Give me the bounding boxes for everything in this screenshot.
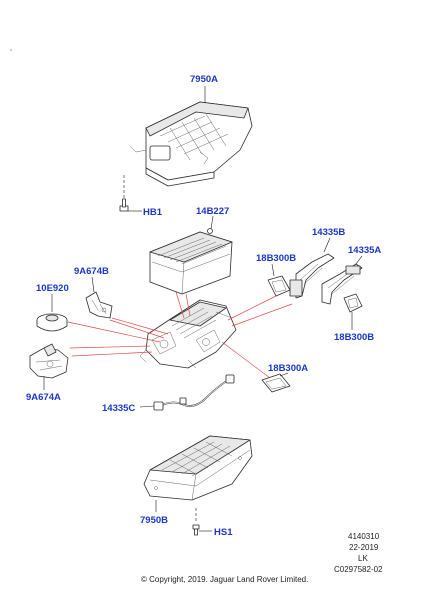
lower-tray-7950b xyxy=(143,435,253,501)
callout-14335b: 14335B xyxy=(312,227,345,238)
gasket-18b300b-lower xyxy=(343,293,363,313)
ref-date: 22-2019 xyxy=(349,543,379,552)
copyright: © Copyright, 2019. Jaguar Land Rover Lim… xyxy=(141,575,308,584)
module-14b227 xyxy=(149,228,233,295)
leader-18b300b-top xyxy=(271,263,275,277)
callout-9a674b: 9A674B xyxy=(74,266,109,277)
leader-9a674b xyxy=(91,276,95,293)
screw-hs1 xyxy=(192,508,212,536)
busbar-14335a xyxy=(321,263,363,305)
stray-mark xyxy=(10,49,12,51)
callout-hs1: HS1 xyxy=(214,527,233,538)
busbar-14335b xyxy=(289,253,335,299)
callout-14335c: 14335C xyxy=(102,403,135,414)
ref-number: 4140310 xyxy=(348,532,380,541)
callout-10e920: 10E920 xyxy=(36,283,69,294)
gasket-18b300b-upper xyxy=(267,275,291,297)
callout-hb1: HB1 xyxy=(143,207,163,218)
callout-7950a: 7950A xyxy=(190,74,218,85)
callout-18b300b-bottom: 18B300B xyxy=(334,332,374,343)
harness-14335c xyxy=(153,374,235,411)
callout-18b300a: 18B300A xyxy=(268,363,308,374)
callout-14335a: 14335A xyxy=(348,245,381,256)
cap-10e920 xyxy=(36,313,68,332)
bracket-9a674b xyxy=(85,291,113,319)
callout-18b300b-top: 18B300B xyxy=(256,253,296,264)
callout-14b227: 14B227 xyxy=(196,206,229,217)
leader-18b300a xyxy=(279,372,289,377)
leader-14b227 xyxy=(210,215,214,230)
leader-14335a xyxy=(355,255,363,265)
upper-cover-7950a xyxy=(129,101,253,187)
bracket-9a674a xyxy=(29,343,69,379)
leader-14335c xyxy=(139,405,155,408)
ref-drawing-id: C0297582-02 xyxy=(334,565,383,574)
leader-14335b xyxy=(323,237,331,253)
gasket-18b300a xyxy=(261,373,291,393)
callout-7950b: 7950B xyxy=(140,515,168,526)
callout-9a674a: 9A674A xyxy=(26,392,61,403)
red-guide-lines xyxy=(67,291,293,379)
inverter-assembly xyxy=(139,299,237,369)
ref-code: LK xyxy=(358,554,368,563)
bolt-hb1 xyxy=(119,198,142,212)
